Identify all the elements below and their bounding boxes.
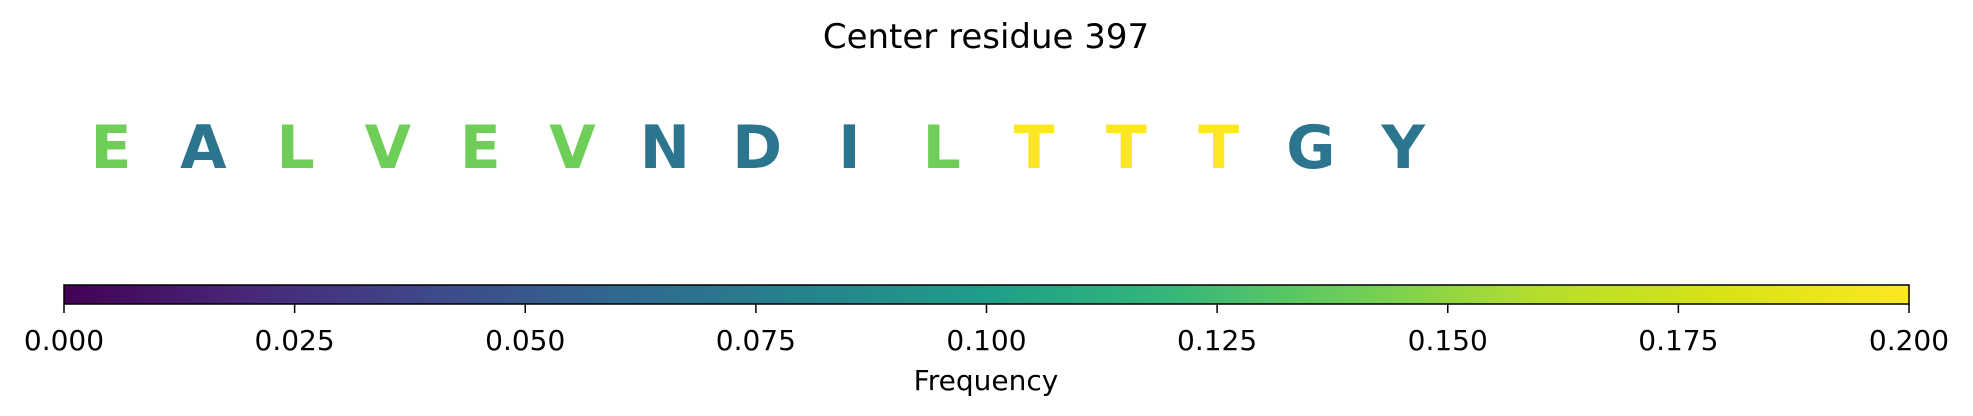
residue-letter: V	[365, 113, 412, 183]
residue-letter: V	[549, 113, 596, 183]
colorbar-tick-label: 0.175	[1638, 324, 1718, 357]
residue-letter: G	[1286, 113, 1335, 183]
residue-letter: A	[180, 113, 227, 183]
residue-letter: E	[91, 113, 132, 183]
residue-letter: T	[1106, 113, 1147, 183]
colorbar: 0.000 0.025 0.050 0.075 0.100 0.125 0.150 0.175…	[24, 284, 1949, 397]
residue-letter: I	[838, 113, 860, 183]
colorbar-tick-label: 0.100	[946, 324, 1026, 357]
colorbar-tick-label: 0.025	[255, 324, 335, 357]
colorbar-label: Frequency	[914, 364, 1059, 397]
colorbar-tick-label: 0.125	[1177, 324, 1257, 357]
colorbar-tick-label: 0.075	[716, 324, 796, 357]
colorbar-gradient	[63, 284, 1910, 305]
colorbar-tick-label: 0.000	[24, 324, 104, 357]
residue-letter: N	[640, 113, 690, 183]
chart-title: Center residue 397	[823, 17, 1149, 57]
colorbar-tick-label: 0.150	[1408, 324, 1488, 357]
residue-letter: T	[1014, 113, 1055, 183]
residue-letter: L	[276, 113, 314, 183]
residue-letter: T	[1198, 113, 1239, 183]
residue-letter: L	[923, 113, 961, 183]
colorbar-tick-label: 0.050	[485, 324, 565, 357]
residue-letter: Y	[1380, 113, 1426, 183]
residue-letter: D	[732, 113, 782, 183]
colorbar-ticks: 0.000 0.025 0.050 0.075 0.100 0.125 0.150 0.175…	[24, 304, 1949, 357]
residue-letter: E	[460, 113, 501, 183]
colorbar-tick-label: 0.200	[1869, 324, 1949, 357]
